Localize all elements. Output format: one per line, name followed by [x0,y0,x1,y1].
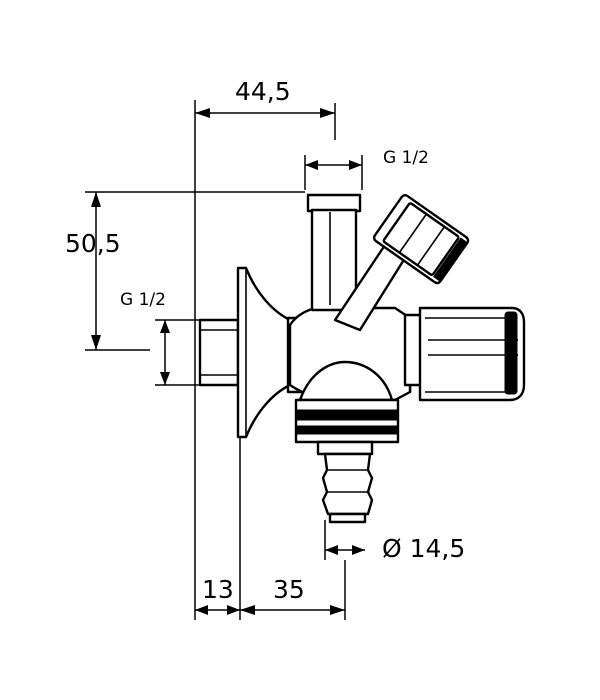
dim-top-width: 44,5 [235,77,291,106]
dim-inlet-thread: G 1/2 [120,290,166,310]
dim-height: 50,5 [65,229,121,258]
dim-hose-offset: 35 [273,575,305,604]
dim-outlet-thread: G 1/2 [383,148,429,168]
valve-body [198,193,526,524]
dimension-lines [85,100,365,620]
dim-hose-diameter: Ø 14,5 [382,534,465,563]
dim-wall-thickness: 13 [202,575,234,604]
